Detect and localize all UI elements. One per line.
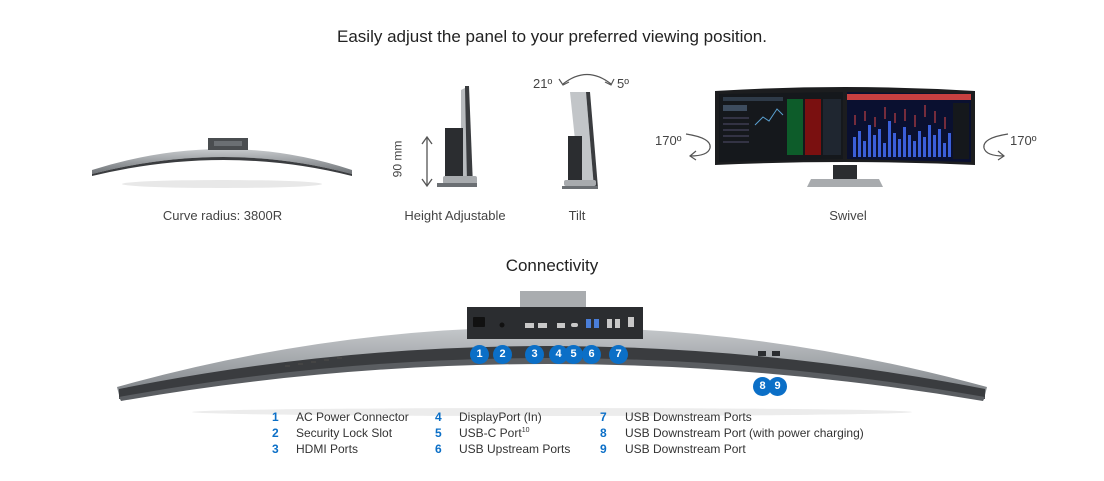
height-caption: Height Adjustable [404, 208, 506, 223]
height-adjust-monitor [437, 86, 477, 187]
legend-label-text: USB-C Port [459, 426, 522, 440]
legend-label: DisplayPort (In) [459, 410, 542, 424]
swivel-right-angle: 170º [1010, 133, 1037, 148]
legend-label: HDMI Ports [296, 442, 359, 456]
port-badge-6: 6 [582, 345, 601, 364]
footnote-marker: 10 [521, 427, 530, 434]
port-badge-7: 7 [609, 345, 628, 364]
legend-label: USB-C Port10 [459, 426, 529, 440]
tilt-arrow-icon [558, 73, 615, 86]
legend-label: USB Downstream Port [625, 442, 746, 456]
curved-monitor-top-view [92, 138, 352, 188]
port-badge-2: 2 [493, 345, 512, 364]
swivel-right-arrow-icon [983, 133, 1009, 161]
port-badge-8: 8 [753, 377, 772, 396]
legend-label: USB Downstream Ports [625, 410, 752, 424]
legend-number: 5 [435, 426, 442, 440]
tilt-caption: Tilt [568, 208, 586, 223]
legend-label: USB Upstream Ports [459, 442, 571, 456]
swivel-caption: Swivel [829, 208, 867, 223]
legend-number: 6 [435, 442, 442, 456]
swivel-left-arrow-icon [685, 133, 711, 161]
height-dimension-label: 90 mm [390, 140, 405, 178]
monitor-rear-view [117, 291, 987, 416]
legend-number: 9 [600, 442, 607, 456]
curve-caption: Curve radius: 3800R [162, 208, 283, 223]
legend-label: Security Lock Slot [296, 426, 393, 440]
legend-number: 2 [272, 426, 279, 440]
port-badge-5: 5 [564, 345, 583, 364]
legend-number: 4 [435, 410, 442, 424]
port-badge-9: 9 [768, 377, 787, 396]
connectivity-title: Connectivity [505, 256, 599, 275]
legend-label: USB Downstream Port (with power charging… [625, 426, 864, 440]
height-arrow-icon [421, 135, 433, 188]
legend-number: 1 [272, 410, 279, 424]
legend-number: 7 [600, 410, 607, 424]
port-badge-1: 1 [470, 345, 489, 364]
tilt-forward-angle: 5º [617, 76, 629, 91]
swivel-left-angle: 170º [655, 133, 682, 148]
page-title: Easily adjust the panel to your preferre… [337, 27, 767, 46]
legend-label: AC Power Connector [296, 410, 409, 424]
tilt-monitor [562, 92, 598, 189]
legend-number: 3 [272, 442, 279, 456]
tilt-back-angle: 21º [533, 76, 553, 91]
port-badge-3: 3 [525, 345, 544, 364]
legend-number: 8 [600, 426, 607, 440]
port-badge-4: 4 [549, 345, 568, 364]
swivel-monitor [715, 87, 975, 187]
